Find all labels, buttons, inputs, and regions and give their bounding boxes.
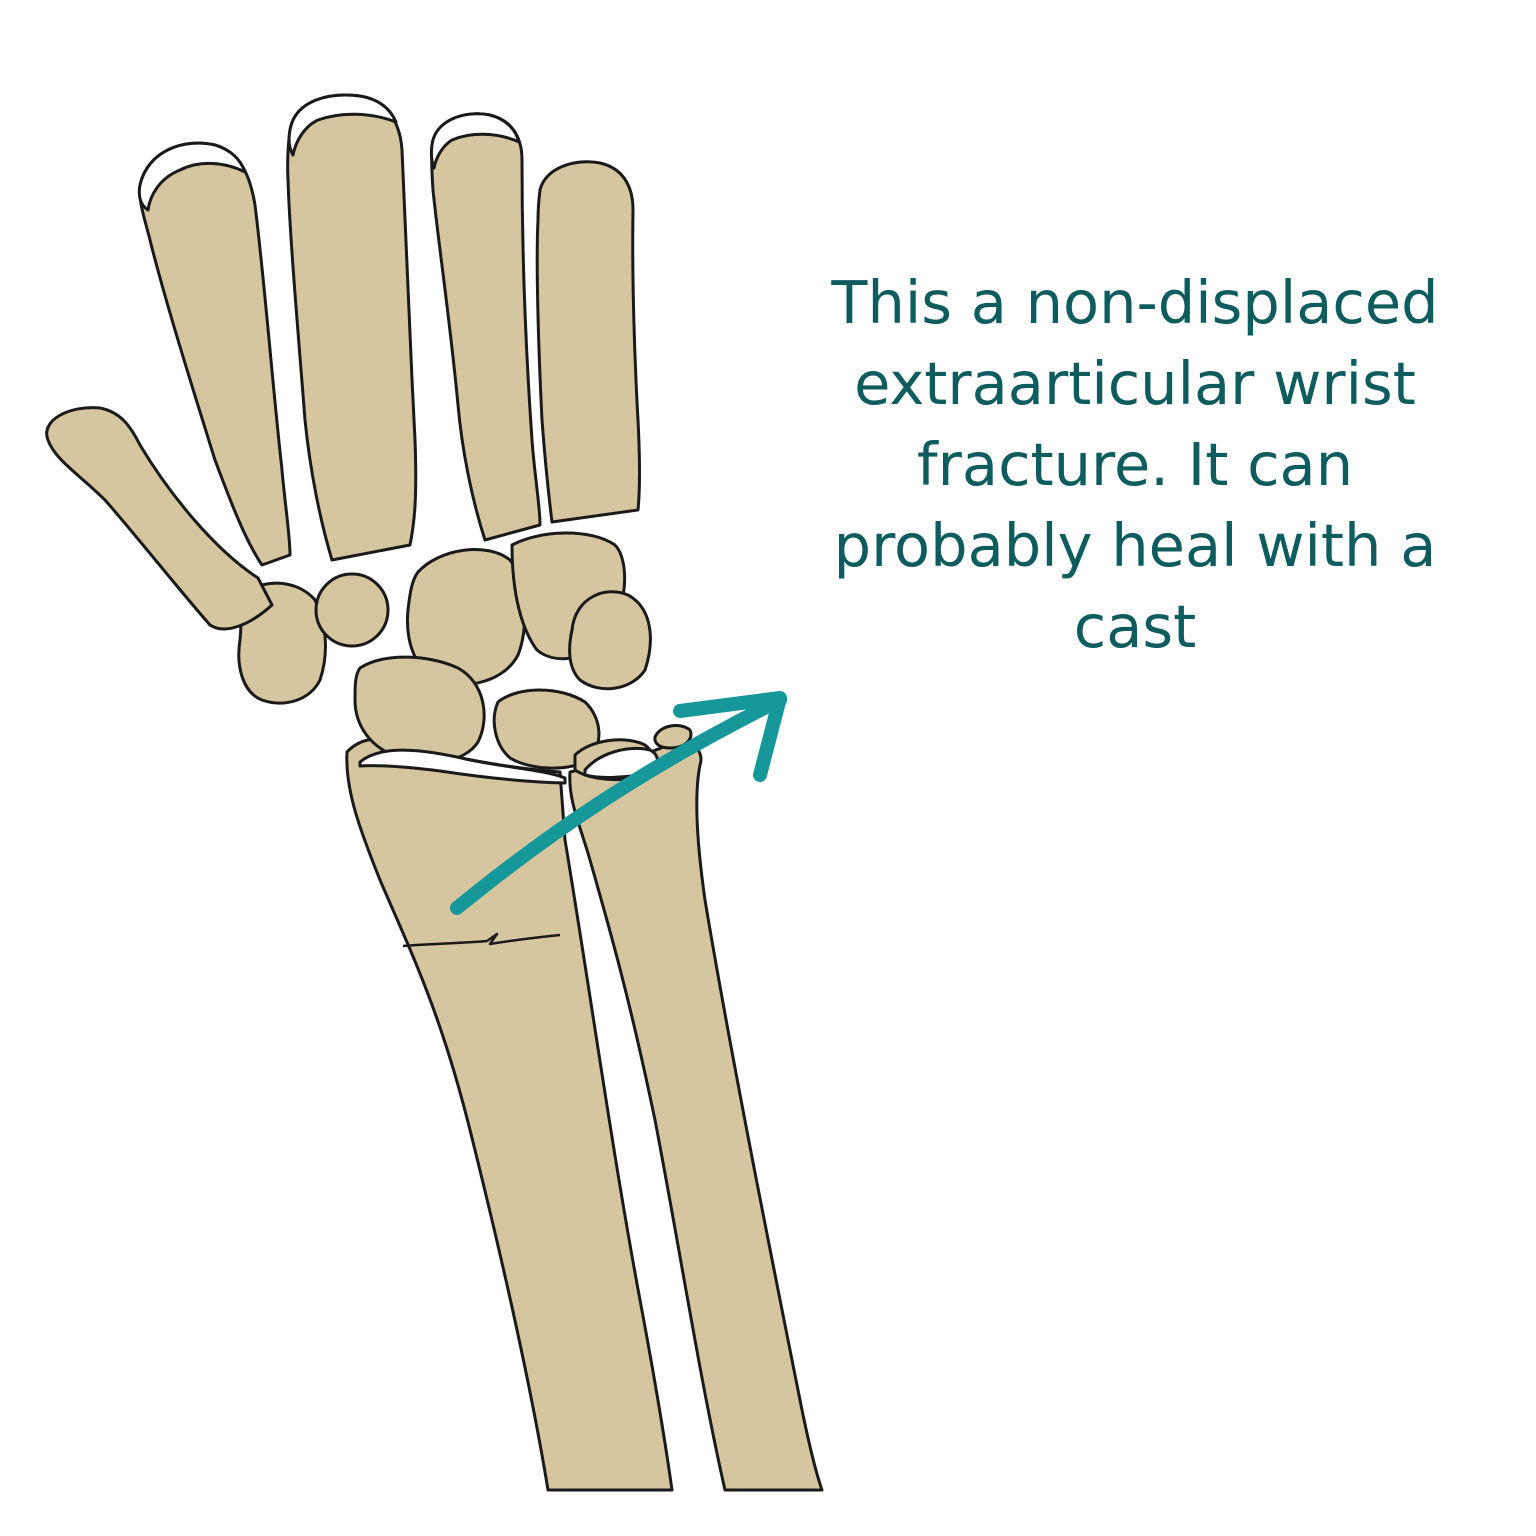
annotation-arrow-head [673, 691, 787, 782]
ulna-bone [568, 740, 824, 1492]
caption-line-3: fracture. It can [916, 430, 1354, 499]
carpal-pisiform [568, 590, 652, 691]
caption-line-4: probably heal with a [833, 511, 1437, 580]
carpal-trapezoid [314, 572, 390, 648]
caption-line-5: cast [1073, 592, 1197, 661]
annotation-arrow-shaft [450, 693, 787, 915]
caption-line-2: extraarticular wrist [854, 349, 1416, 418]
finger-ring [430, 112, 542, 542]
fingertip-cap-middle [287, 93, 398, 157]
finger-thumb [45, 406, 274, 631]
fingertip-cap-ring [429, 112, 521, 170]
finger-middle [286, 93, 418, 562]
finger-little [535, 160, 641, 524]
fracture-caption: This a non-displaced extraarticular wris… [770, 262, 1500, 667]
radius-articular-cap [358, 748, 567, 785]
fingertip-cap-index [137, 141, 247, 212]
fracture-line [402, 932, 561, 948]
carpal-capitate [405, 548, 527, 687]
caption-line-1: This a non-displaced [831, 268, 1439, 337]
